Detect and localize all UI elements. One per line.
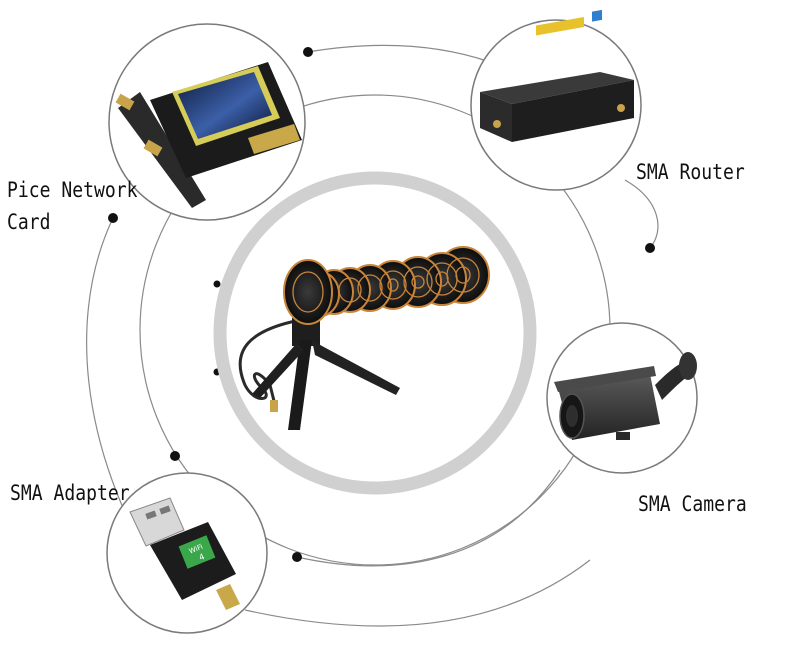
card-pcie-connector [248,124,300,154]
usb-plug-slot [145,510,157,520]
antenna-reflector [283,259,333,325]
router-antenna-port [493,120,501,128]
camera-lens-inner [566,405,578,427]
yagi-antenna [283,246,490,325]
sma-connector [115,93,135,111]
camera-label: SMA Camera [638,492,747,516]
connector-dots [108,47,655,562]
usb-plug [129,497,185,547]
connector-dot [303,47,313,57]
network-card-label: Pice Network Card [7,174,137,238]
adapter-node: WiFi 4 [106,472,268,634]
tripod-leg [312,340,400,395]
tripod-leg [288,340,312,430]
network-card-label-line1: Pice Network [7,178,138,202]
camera-mount-base [679,352,697,380]
network-card-node [108,23,306,221]
card-module-screen [178,72,272,139]
antenna-disc-rings [292,257,480,313]
router-ports [536,17,584,36]
connector-dot [292,552,302,562]
router-front [480,92,512,142]
pcie-card-image [115,62,302,208]
antenna-cable [238,318,301,406]
connector-dot [170,451,180,461]
camera-image [554,352,697,440]
connector-dot [108,213,118,223]
router-antenna-port [617,104,625,112]
camera-node [546,322,698,474]
outer-arc-bottom [244,559,591,627]
outer-arc-right [624,179,659,249]
tripod-leg [252,344,304,398]
inner-arc-bottom [296,469,561,567]
router-top [480,72,634,104]
connector-dot [645,243,655,253]
router-label: SMA Router [636,160,745,184]
router-image [480,9,634,142]
wifi-badge-line2: 4 [198,552,206,562]
camera-arm [616,432,630,440]
sma-connector [143,139,163,157]
camera-hood [554,366,656,392]
router-node [470,9,642,191]
antenna-tripod-image [238,246,490,430]
outer-arc-top [307,44,491,63]
center-ring [213,171,537,495]
connector-dot [213,280,221,288]
card-bracket [118,92,206,208]
antenna-sma-connector [216,584,240,610]
wifi-badge [178,535,216,569]
cable-connector [270,400,278,412]
router-wan-port [592,9,602,22]
usb-plug-slot [159,505,171,515]
network-card-label-line2: Card [7,210,51,234]
usb-adapter-image: WiFi 4 [129,497,240,610]
adapter-label: SMA Adapter [10,481,130,505]
router-back [512,80,634,142]
